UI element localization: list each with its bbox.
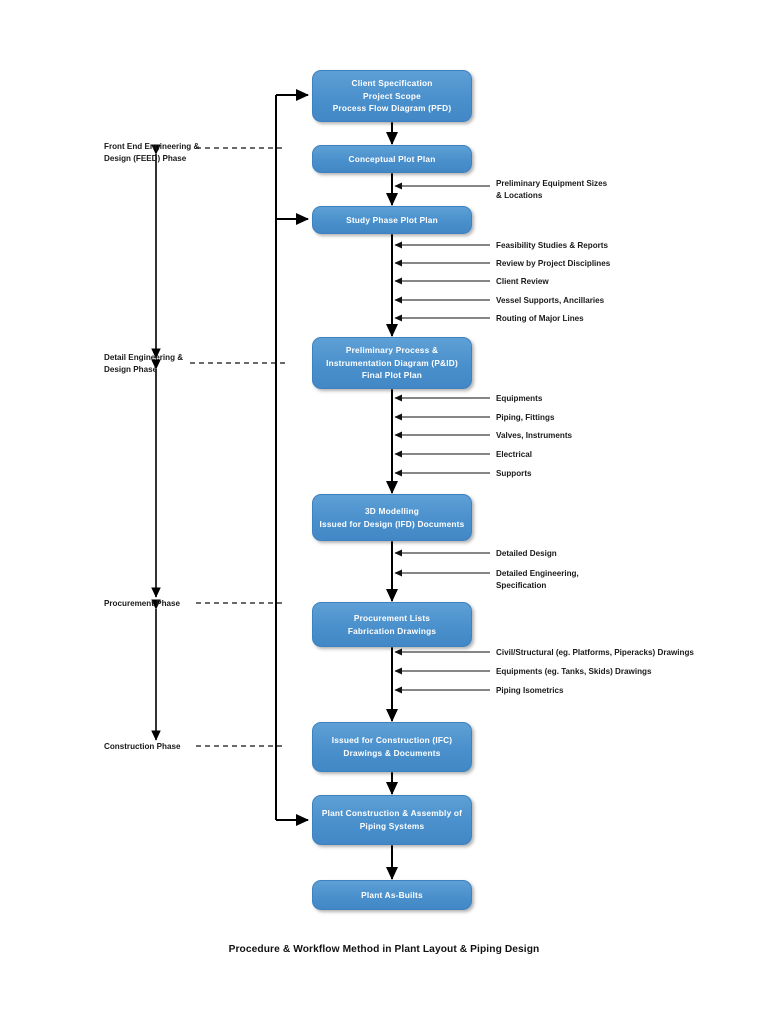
annotation-label-line: & Locations [496, 190, 543, 200]
annotation-label-preliminary-equipment-sizes: Preliminary Equipment Sizes & Locations [496, 178, 607, 201]
node-label-line: Plant As-Builts [361, 889, 423, 900]
annotation-label-line: Piping Isometrics [496, 686, 564, 695]
node-label-line: Procurement Lists [353, 612, 431, 623]
node-label-line: Fabrication Drawings [347, 625, 437, 636]
node-label-line: 3D Modelling [364, 505, 420, 516]
feedback-loop-path [275, 89, 309, 826]
phase-label-line: Procurement Phase [104, 599, 181, 608]
annotation-label-line: Feasibility Studies & Reports [496, 241, 608, 250]
annotation-label-line: Detailed Engineering, [496, 569, 579, 578]
annotation-label-electrical: Electrical [496, 449, 532, 461]
annotation-label-client-review: Client Review [496, 276, 549, 288]
node-label-line: Issued for Construction (IFC) [331, 735, 453, 746]
annotation-label-line: Supports [496, 469, 532, 478]
node-label-line: Drawings & Documents [343, 748, 441, 758]
annotation-label-line: Detailed Design [496, 549, 557, 558]
annotation-label-line: Piping, Fittings [496, 413, 555, 422]
node-label-line: Client Specification [351, 77, 433, 88]
annotation-label-line: Civil/Structural (eg. Platforms, Piperac… [496, 648, 694, 657]
diagram-title: Procedure & Workflow Method in Plant Lay… [228, 944, 540, 955]
annotation-label-line: Client Review [496, 277, 549, 286]
phase-label-line: Front End Engineering & [104, 142, 200, 151]
node-label-line: Study Phase Plot Plan [346, 214, 438, 225]
node-label-line: Piping Systems [359, 821, 425, 831]
annotation-label-feasibility-studies-reports: Feasibility Studies & Reports [496, 240, 608, 252]
phase-label-line: Construction Phase [104, 742, 181, 751]
phase-label-detail-engineering-phase: Detail Engineering & Design Phase [104, 352, 183, 376]
phase-label-construction-phase: Construction Phase [104, 741, 180, 753]
annotation-label-piping-fittings: Piping, Fittings [496, 412, 554, 424]
node-plant-as-builts[interactable]: Plant As-Builts [312, 880, 472, 910]
phase-label-line: Design (FEED) Phase [104, 154, 187, 164]
annotation-label-civil-structural-drawings: Civil/Structural (eg. Platforms, Piperac… [496, 647, 694, 659]
annotation-label-line: Vessel Supports, Ancillaries [496, 296, 605, 305]
annotation-label-equipments: Equipments [496, 393, 542, 405]
annotation-label-valves-instruments: Valves, Instruments [496, 430, 572, 442]
phase-label-line: Detail Engineering & [104, 353, 184, 362]
node-label-line: Final Plot Plan [361, 370, 423, 381]
phase-dashed-leaders [190, 147, 286, 747]
annotation-label-detailed-engineering-specification: Detailed Engineering, Specification [496, 568, 579, 591]
phase-label-procurement-phase: Procurement Phase [104, 598, 180, 610]
annotation-label-line: Electrical [496, 450, 532, 459]
annotation-label-equipments-tanks-skids-drawings: Equipments (eg. Tanks, Skids) Drawings [496, 666, 651, 678]
annotation-label-piping-isometrics: Piping Isometrics [496, 685, 563, 697]
annotation-label-review-by-project-disciplines: Review by Project Disciplines [496, 258, 610, 270]
node-preliminary-pid-final-plot-plan[interactable]: Preliminary Process & Instrumentation Dia… [312, 337, 472, 389]
annotation-label-line: Review by Project Disciplines [496, 259, 611, 268]
phase-label-line: Design Phase [104, 365, 158, 375]
node-label-line: Process Flow Diagram (PFD) [332, 103, 452, 114]
annotation-label-line: Specification [496, 580, 547, 590]
node-label-line: Plant Construction & Assembly of [321, 808, 463, 819]
annotation-label-routing-of-major-lines: Routing of Major Lines [496, 313, 584, 325]
node-label-line: Project Scope [363, 90, 421, 101]
node-label-line: Preliminary Process & [345, 344, 439, 355]
annotation-label-line: Preliminary Equipment Sizes [496, 179, 608, 188]
annotation-label-vessel-supports-ancillaries: Vessel Supports, Ancillaries [496, 295, 604, 307]
node-plant-construction-assembly[interactable]: Plant Construction & Assembly of Piping S… [312, 795, 472, 845]
node-study-phase-plot-plan[interactable]: Study Phase Plot Plan [312, 206, 472, 234]
node-label-line: Conceptual Plot Plan [348, 153, 436, 164]
annotation-label-supports: Supports [496, 468, 532, 480]
node-conceptual-plot-plan[interactable]: Conceptual Plot Plan [312, 145, 472, 173]
annotation-label-line: Valves, Instruments [496, 431, 573, 440]
annotation-label-line: Routing of Major Lines [496, 314, 584, 323]
annotation-label-line: Equipments (eg. Tanks, Skids) Drawings [496, 667, 652, 676]
node-issued-for-construction-ifc[interactable]: Issued for Construction (IFC) Drawings & … [312, 722, 472, 772]
node-label-line: Instrumentation Diagram (P&ID) [326, 357, 458, 368]
phase-label-feed-phase: Front End Engineering & Design (FEED) Pha… [104, 141, 199, 165]
annotation-label-detailed-design: Detailed Design [496, 548, 557, 560]
node-label-line: Issued for Design (IFD) Documents [319, 518, 465, 529]
annotation-label-line: Equipments [496, 394, 543, 403]
